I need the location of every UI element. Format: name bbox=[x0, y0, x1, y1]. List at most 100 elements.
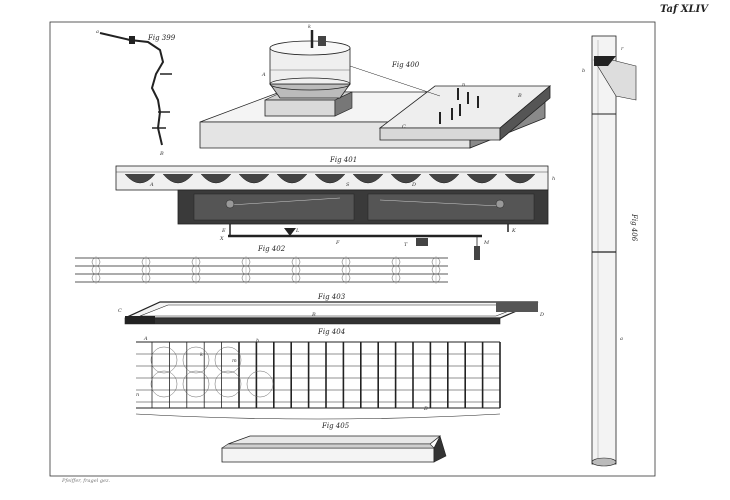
fig-405: Fig 405 bbox=[221, 422, 447, 463]
plate-number: Taf XLIV bbox=[660, 4, 708, 15]
fig-406: Fig 406 r b a bbox=[582, 35, 638, 467]
fig-400-drum-skirt bbox=[269, 83, 351, 99]
letter: F bbox=[335, 240, 340, 246]
fig-402-label: Fig 402 bbox=[257, 245, 286, 253]
fig-404-circle bbox=[182, 346, 210, 374]
letter: B bbox=[311, 312, 316, 318]
fig-401-cup bbox=[162, 173, 194, 184]
fig-403: Fig 403 C B D bbox=[118, 293, 544, 325]
letter: B bbox=[423, 406, 428, 412]
fig-402-circles bbox=[91, 256, 441, 284]
fig-401-pulley bbox=[225, 199, 235, 209]
fig-401-cup bbox=[352, 173, 384, 184]
fig-405-slope bbox=[221, 443, 435, 449]
fig-404-circle bbox=[182, 370, 210, 398]
fig-403-frame-inner bbox=[139, 304, 525, 317]
fig-406-foot bbox=[591, 457, 617, 467]
fig-401-weight-block bbox=[416, 238, 428, 246]
letter: X bbox=[219, 236, 224, 242]
fig-401-cup bbox=[238, 173, 270, 184]
fig-401-cup bbox=[314, 173, 346, 184]
letter: L bbox=[295, 228, 300, 234]
fig-401-cup bbox=[466, 173, 498, 184]
fig-399-label: Fig 399 bbox=[147, 34, 176, 42]
letter: a bbox=[96, 29, 99, 35]
fig-401-weight bbox=[284, 228, 296, 236]
fig-404-circle bbox=[150, 370, 178, 398]
letter: B bbox=[517, 93, 522, 99]
letter: T bbox=[404, 242, 408, 248]
letter: S bbox=[346, 182, 350, 188]
letter: A bbox=[143, 336, 148, 342]
letter: k bbox=[308, 24, 311, 30]
letter: E bbox=[221, 228, 226, 234]
fig-404-brace bbox=[135, 413, 501, 420]
letter: b bbox=[582, 68, 585, 74]
fig-406-notch bbox=[594, 56, 616, 66]
fig-403-front bbox=[124, 317, 501, 325]
fig-400: Fig 400 bbox=[199, 24, 552, 149]
letter: B bbox=[159, 151, 164, 157]
fig-400-spindle-cap bbox=[318, 36, 326, 46]
letter: D bbox=[539, 312, 544, 318]
fig-406-label: Fig 406 bbox=[630, 213, 638, 242]
letter: k bbox=[200, 352, 203, 358]
fig-399: Fig 399 a B bbox=[96, 29, 176, 157]
fig-405-front bbox=[221, 447, 435, 463]
fig-400-board-front bbox=[379, 127, 501, 141]
fig-405-end bbox=[433, 435, 447, 463]
fig-401-pulley bbox=[495, 199, 505, 209]
fig-405-label: Fig 405 bbox=[321, 422, 350, 430]
letter: m bbox=[232, 358, 237, 364]
fig-399-clamp bbox=[129, 36, 135, 44]
fig-404-circle bbox=[150, 346, 178, 374]
letter: A bbox=[261, 72, 266, 78]
fig-404-circle bbox=[214, 346, 242, 374]
fig-404-label: Fig 404 bbox=[317, 328, 345, 336]
letter: a bbox=[620, 336, 623, 342]
fig-404: Fig 404 A k m n B h bbox=[135, 328, 501, 420]
letter: M bbox=[483, 240, 490, 246]
letter: h bbox=[552, 176, 555, 182]
fig-403-end-left bbox=[125, 316, 155, 324]
fig-404-grid bbox=[135, 341, 501, 420]
fig-399-rod bbox=[99, 32, 165, 146]
fig-400-board-side bbox=[499, 85, 551, 141]
fig-401-cup bbox=[428, 173, 460, 184]
fig-400-pedestal bbox=[264, 99, 336, 117]
fig-403-label: Fig 403 bbox=[317, 293, 346, 301]
fig-400-label: Fig 400 bbox=[391, 61, 420, 69]
fig-402: Fig 402 bbox=[75, 245, 448, 284]
fig-401-hanging-weight bbox=[474, 246, 480, 260]
fig-401-string bbox=[229, 197, 341, 206]
plate-border bbox=[49, 21, 656, 477]
fig-400-drum-bottom bbox=[269, 77, 351, 91]
fig-401-cup bbox=[124, 173, 156, 184]
fig-400-drum-top bbox=[269, 40, 351, 56]
fig-401-cup bbox=[504, 173, 536, 184]
fig-403-end-right bbox=[496, 302, 538, 312]
fig-400-leader bbox=[349, 65, 441, 97]
fig-404-circle bbox=[214, 370, 242, 398]
fig-401-cup bbox=[390, 173, 422, 184]
letter: C bbox=[118, 308, 122, 314]
fig-401-cups bbox=[124, 173, 536, 184]
fig-401-cup bbox=[200, 173, 232, 184]
letter: A bbox=[149, 182, 154, 188]
letter: h bbox=[256, 338, 259, 344]
fig-406-post bbox=[591, 35, 617, 465]
letter: K bbox=[511, 228, 516, 234]
fig-401-string bbox=[379, 199, 501, 207]
engraver-credit: Pfeiffer, fragel gez. bbox=[62, 478, 111, 484]
fig-401-cup bbox=[276, 173, 308, 184]
fig-401-label: Fig 401 bbox=[329, 156, 357, 164]
fig-405-top bbox=[227, 435, 442, 445]
fig-401-window-left bbox=[193, 193, 355, 221]
letter: r bbox=[621, 46, 624, 52]
fig-401: Fig 401 A S D h E X L F bbox=[115, 156, 555, 260]
letter: n bbox=[136, 392, 139, 398]
letter: C bbox=[402, 124, 406, 130]
letter: n bbox=[462, 82, 465, 88]
